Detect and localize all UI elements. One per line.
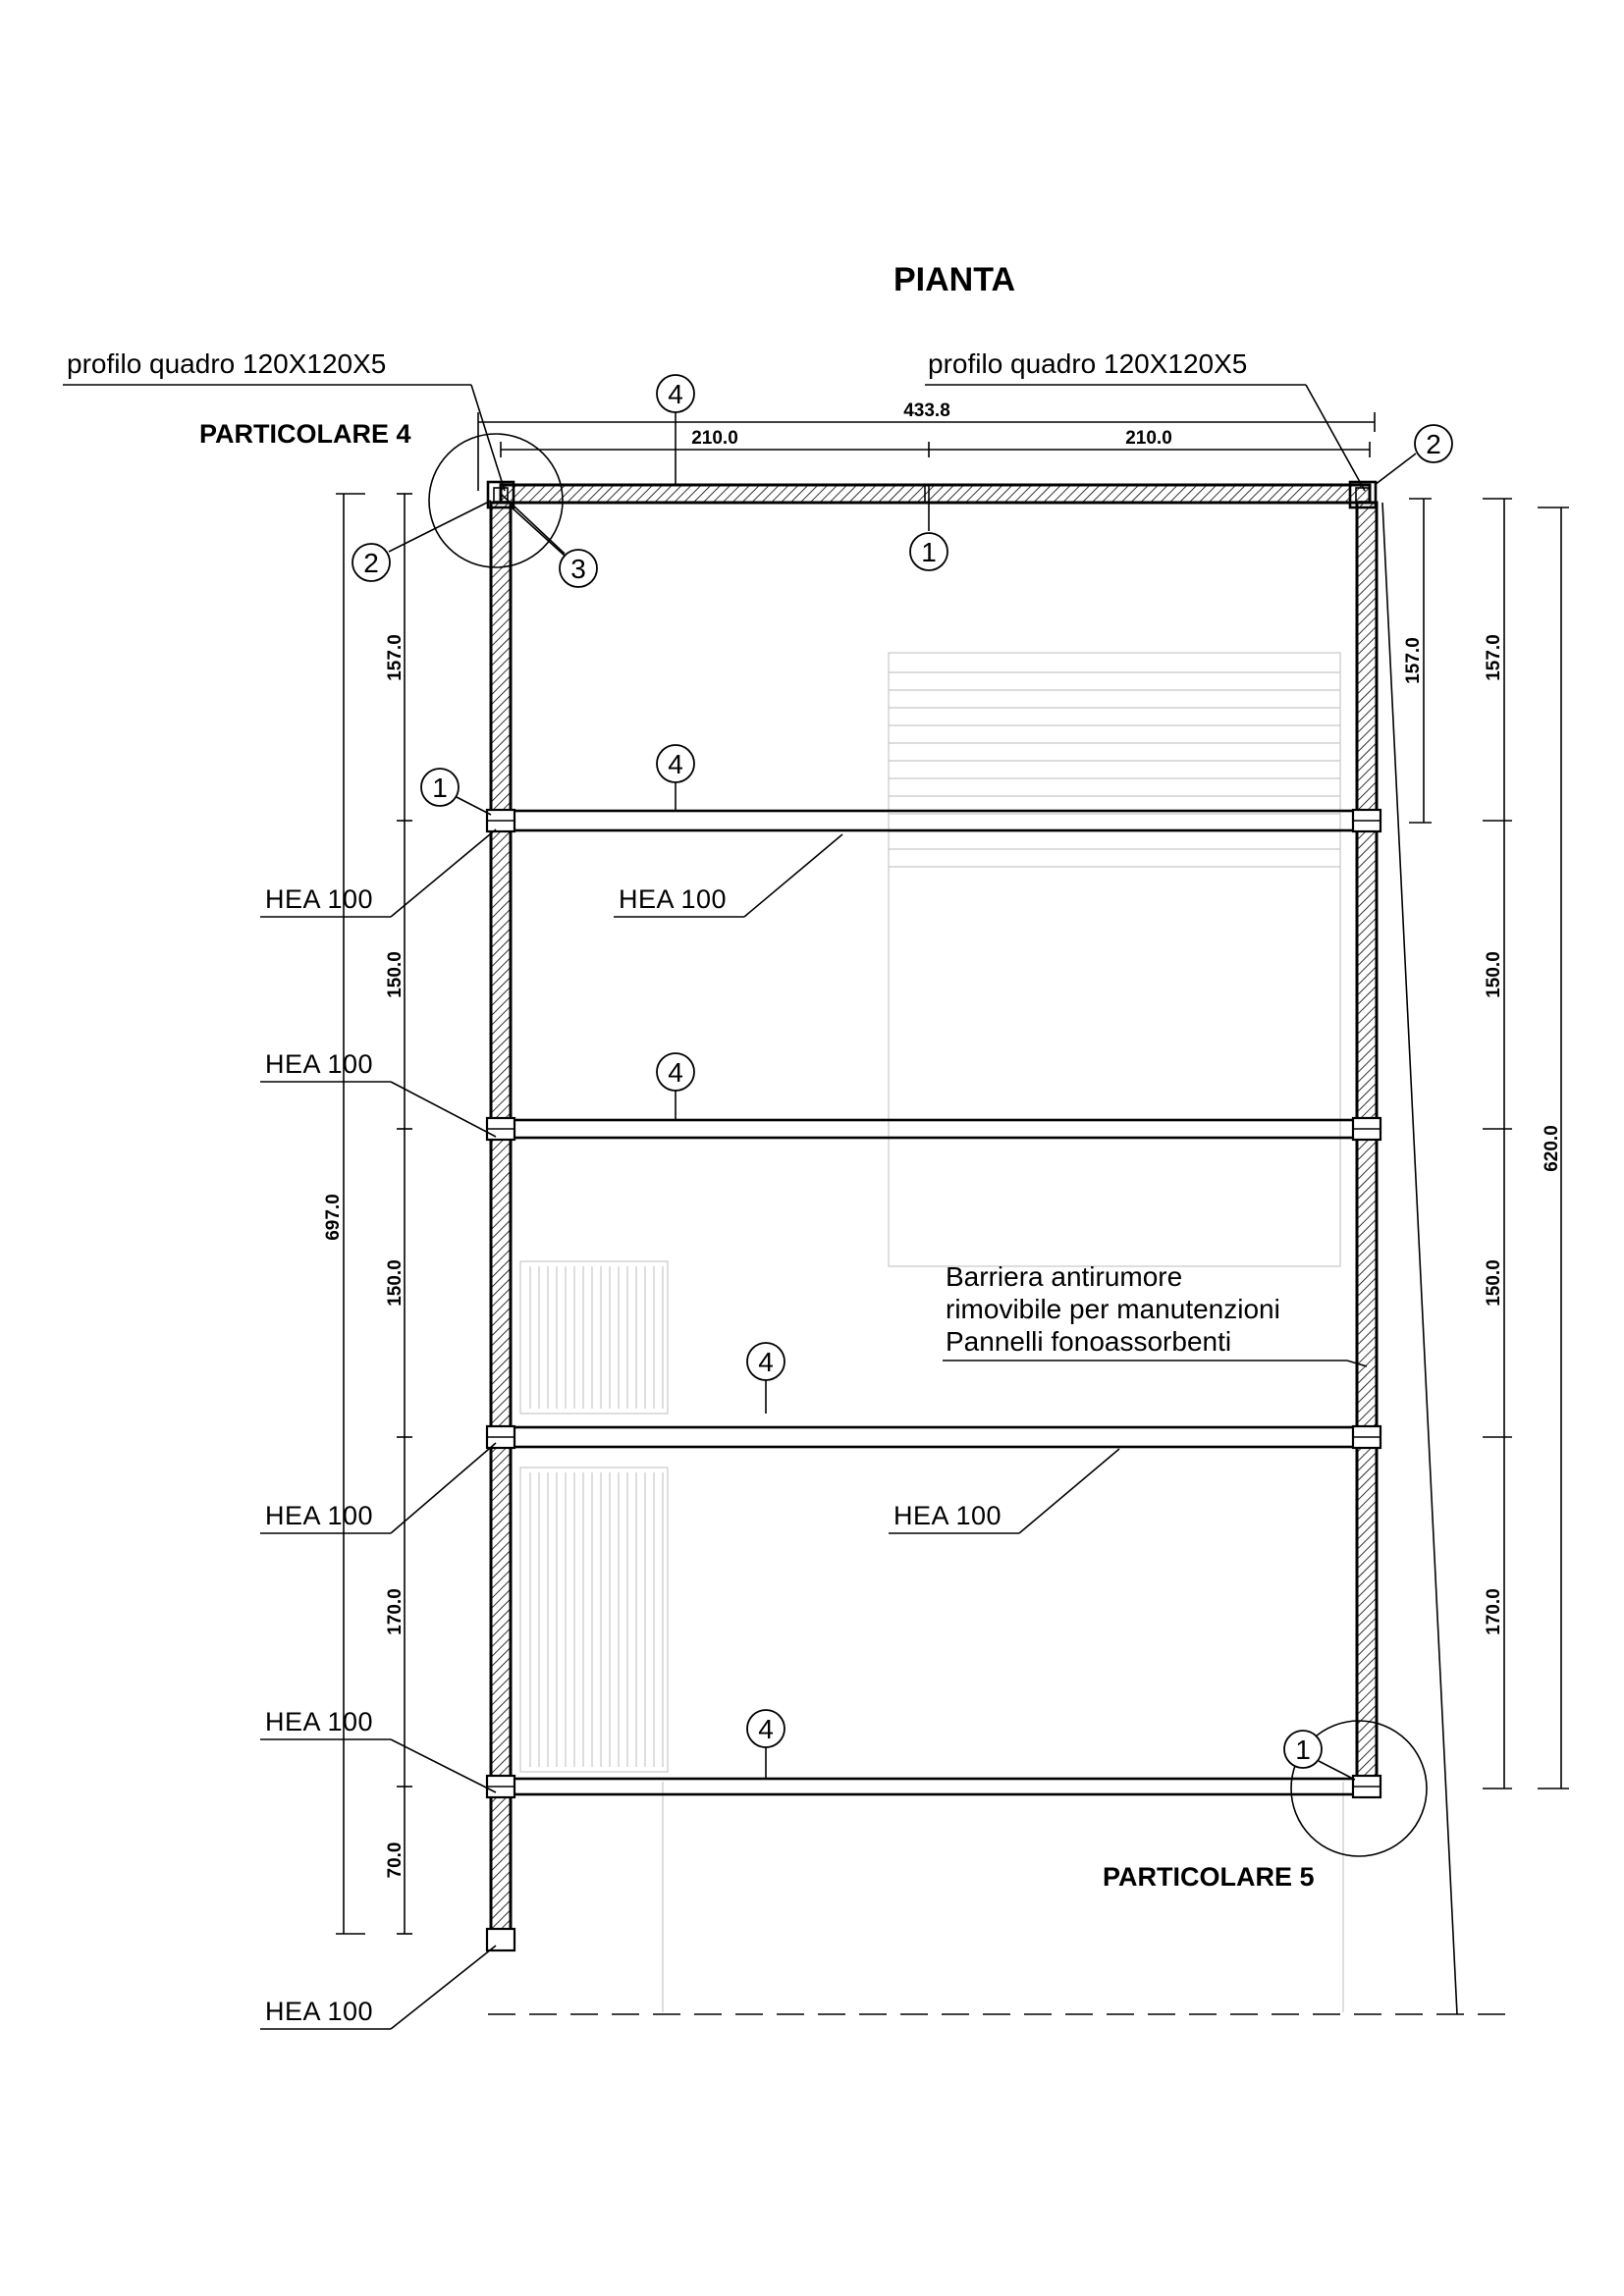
- marker-circle: [656, 374, 695, 413]
- marker-number: 2: [1426, 429, 1441, 459]
- drawing-title: PIANTA: [893, 261, 1015, 298]
- marker-circle: [656, 1052, 695, 1092]
- dimension-texts: 433.8 210.0 210.0 697.0 157.0 150.0 150.…: [323, 400, 1562, 1878]
- dim-left-seg-2: 150.0: [385, 951, 406, 998]
- beam-label-hea100: HEA 100: [619, 884, 727, 914]
- detail-callouts: PARTICOLARE 4 PARTICOLARE 5: [199, 419, 1428, 1892]
- dimension-lines: [336, 412, 1569, 2015]
- barrier-note-line-1: Barriera antirumore: [946, 1261, 1182, 1292]
- profile-label-left: profilo quadro 120X120X5: [67, 348, 386, 379]
- profile-label-right: profilo quadro 120X120X5: [928, 348, 1247, 379]
- dim-left-seg-4: 170.0: [385, 1588, 406, 1635]
- dim-right-inner: 157.0: [1403, 637, 1424, 684]
- dim-right-seg-2: 150.0: [1484, 951, 1504, 998]
- marker-circle: [746, 1342, 785, 1381]
- dim-left-seg-1: 157.0: [385, 634, 406, 681]
- beam-label-hea100: HEA 100: [265, 884, 373, 914]
- profile-labels: profilo quadro 120X120X5 profilo quadro …: [63, 348, 1366, 492]
- marker-circle: [1283, 1730, 1323, 1769]
- dim-top-right: 210.0: [1125, 428, 1172, 449]
- dim-top-total: 433.8: [903, 400, 950, 421]
- column-joint: [485, 1927, 516, 1952]
- detail-5-label: PARTICOLARE 5: [1103, 1862, 1315, 1892]
- marker-number: 4: [668, 1057, 683, 1088]
- barrier-note-line-3: Pannelli fonoassorbenti: [946, 1326, 1231, 1357]
- marker-number: 1: [432, 773, 448, 803]
- detail-4-label: PARTICOLARE 4: [199, 419, 411, 449]
- marker-circle: [746, 1709, 785, 1748]
- dim-right-seg-3: 150.0: [1484, 1259, 1504, 1307]
- marker-number: 1: [1295, 1735, 1311, 1765]
- marker-circle: [420, 768, 460, 807]
- marker-number: 1: [921, 537, 937, 567]
- barrier-note-line-2: rimovibile per manutenzioni: [946, 1294, 1280, 1324]
- marker-circle: [909, 532, 948, 571]
- detail-4-circle: [428, 433, 564, 568]
- marker-number: 2: [363, 548, 379, 578]
- beam-label-hea100: HEA 100: [893, 1501, 1001, 1530]
- marker-number: 3: [570, 554, 586, 584]
- dim-left-total: 697.0: [323, 1194, 344, 1241]
- marker-circle: [1414, 424, 1453, 463]
- marker-circle: [656, 744, 695, 783]
- structure-frame: [486, 480, 1379, 1948]
- dim-left-seg-3: 150.0: [385, 1259, 406, 1307]
- beam-label-hea100: HEA 100: [265, 1049, 373, 1079]
- barrier-note: Barriera antirumore rimovibile per manut…: [943, 1261, 1368, 1367]
- dim-right-seg-4: 170.0: [1484, 1588, 1504, 1635]
- dim-right-seg-1: 157.0: [1484, 634, 1504, 681]
- marker-circle: [352, 543, 391, 582]
- dim-left-seg-5: 70.0: [385, 1842, 406, 1879]
- detail-5-circle: [1290, 1720, 1428, 1857]
- beam-label-hea100: HEA 100: [265, 1501, 373, 1530]
- marker-number: 4: [758, 1347, 774, 1377]
- marker-number: 4: [668, 749, 683, 779]
- beam-label-hea100: HEA 100: [265, 1997, 373, 2026]
- beam-label-hea100: HEA 100: [265, 1707, 373, 1736]
- markers: 4 1 2 2 3 1 4 4 4 4 1: [352, 374, 1453, 1781]
- marker-number: 4: [758, 1714, 774, 1744]
- marker-circle: [559, 549, 598, 588]
- column-joints: [485, 808, 1382, 1952]
- dim-right-total: 620.0: [1542, 1125, 1562, 1172]
- dim-top-left: 210.0: [691, 428, 738, 449]
- marker-number: 4: [668, 379, 683, 409]
